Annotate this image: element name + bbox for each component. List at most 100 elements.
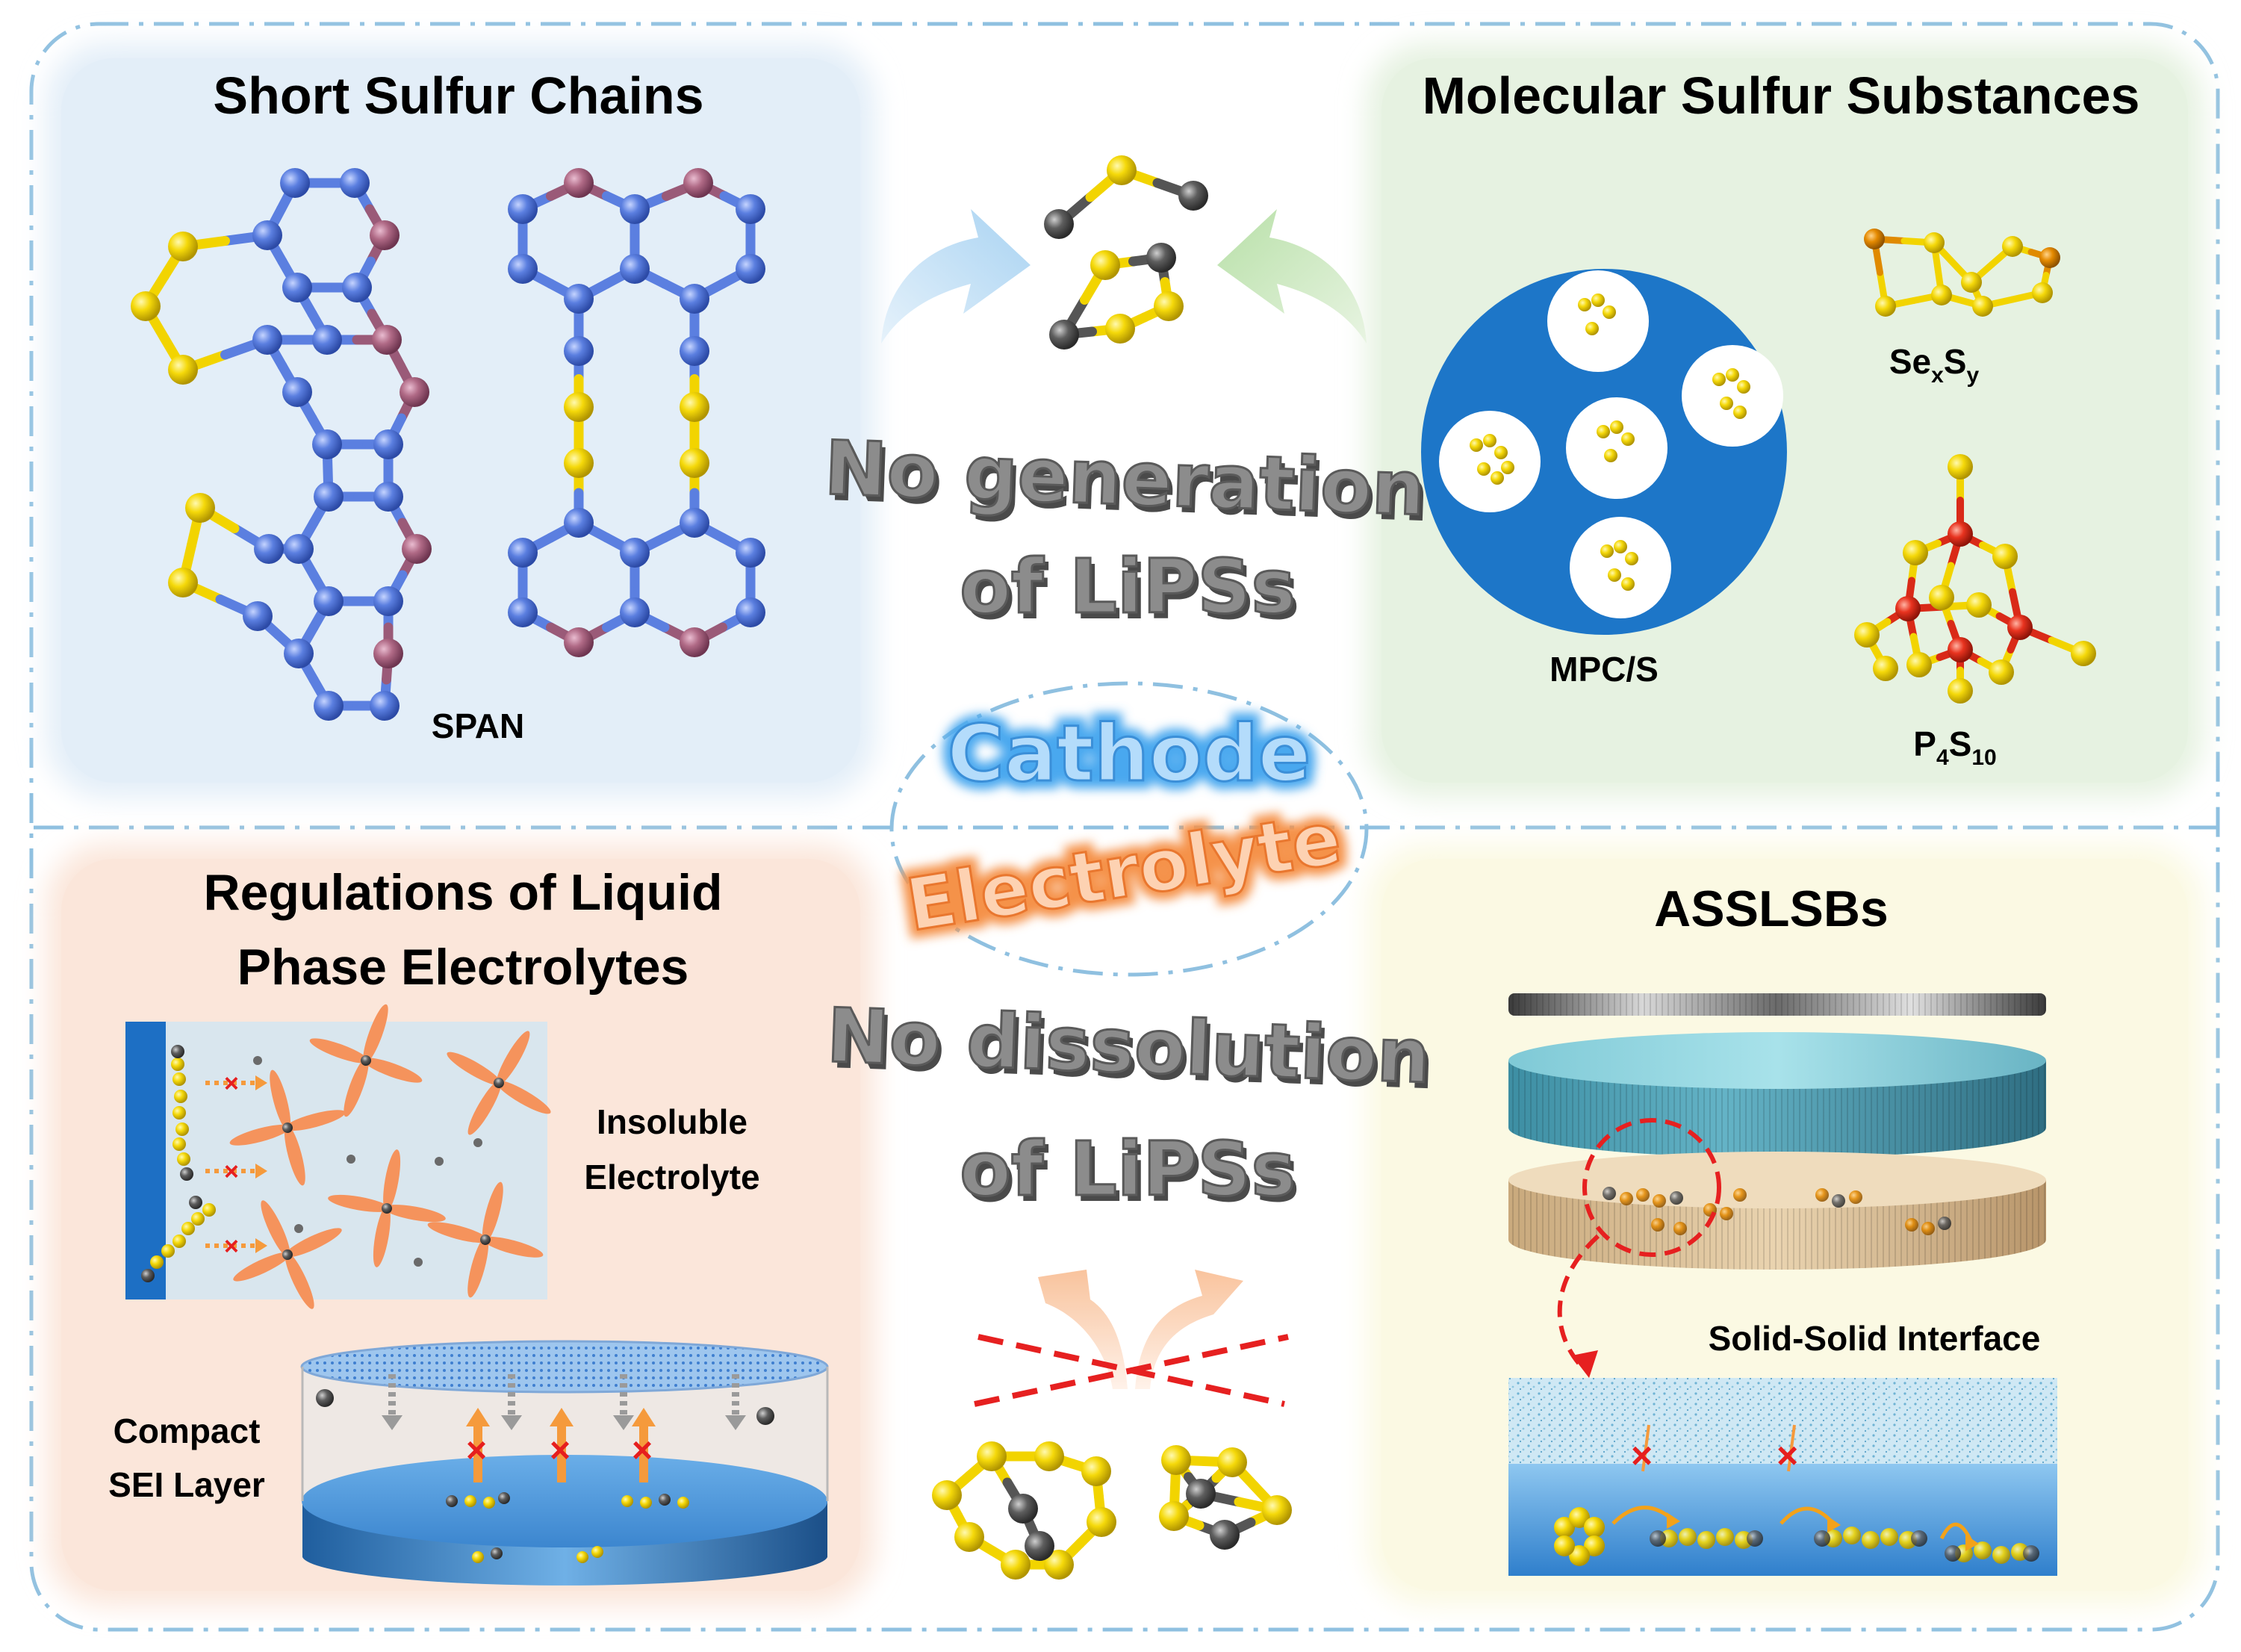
sulfur-atom	[174, 1090, 187, 1103]
red-x: ×	[632, 1431, 653, 1471]
no-dissolution-text-line2: of LiPSs of LiPSs	[959, 1125, 1300, 1220]
atom	[1906, 652, 1932, 677]
atom	[373, 482, 403, 512]
liquid-title-line2: Phase Electrolytes	[237, 939, 689, 996]
atom	[168, 355, 198, 385]
atom	[1854, 622, 1880, 648]
li2s2-molecule	[1044, 155, 1208, 239]
atom	[736, 538, 765, 568]
interface-label: Solid-Solid Interface	[1709, 1319, 2041, 1358]
sulfur-atom	[1621, 577, 1635, 591]
atom	[1217, 1447, 1247, 1477]
migration-arrow	[1939, 1522, 1974, 1544]
sulfur-atom	[1733, 406, 1747, 419]
li2s6-molecule	[1159, 1445, 1292, 1550]
atom	[508, 597, 538, 627]
sulfur-atom	[1597, 425, 1610, 438]
atom	[621, 1495, 633, 1507]
atom	[564, 392, 594, 422]
sulfur-atom	[1726, 368, 1739, 382]
atom	[284, 639, 314, 668]
atom	[1025, 1531, 1054, 1561]
no-dissolution-text: No dissolution No dissolution	[824, 990, 1436, 1106]
outer-frame	[29, 22, 2220, 1632]
atom	[2039, 247, 2060, 268]
atom	[954, 1522, 984, 1552]
svg-text:No dissolution: No dissolution	[825, 992, 1432, 1100]
solvent-molecule	[427, 1181, 544, 1298]
red-x: ×	[224, 1232, 239, 1261]
sulfur-atom	[1600, 544, 1614, 558]
atom	[1921, 1222, 1935, 1235]
atom	[483, 1497, 495, 1509]
pore	[1439, 411, 1541, 512]
atom	[1948, 521, 1973, 547]
atom	[1178, 181, 1208, 211]
electrolyte-label: Electrolyte Electrolyte	[893, 788, 1355, 955]
atom	[1931, 285, 1952, 305]
molecular-sulfur-title: Molecular Sulfur Substances	[1423, 66, 2140, 125]
no-generation-text-line2: of LiPSs of LiPSs	[959, 542, 1300, 637]
atom	[576, 1551, 588, 1563]
no-generation-text: No generation No generation	[822, 423, 1431, 539]
atom	[1832, 1194, 1845, 1208]
sulfur-atom	[1501, 461, 1514, 474]
steel-current-collector	[1508, 993, 2046, 1016]
span-molecule-2	[508, 168, 765, 657]
span-molecule-1	[131, 168, 432, 721]
atom	[977, 1441, 1007, 1471]
atom	[1972, 296, 1993, 317]
atom	[1210, 1520, 1240, 1550]
p4s10-molecule	[1854, 454, 2096, 704]
li-ion	[1814, 1530, 1830, 1547]
sulfur-atom	[1554, 1535, 1575, 1556]
svg-text:No generation: No generation	[827, 430, 1431, 538]
atom	[1966, 592, 1992, 618]
atom	[564, 168, 594, 198]
li-ion	[253, 1056, 262, 1065]
atom	[131, 291, 161, 321]
atom	[340, 168, 370, 198]
svg-text:Cathode: Cathode	[948, 708, 1311, 799]
atom	[1864, 229, 1885, 249]
atom	[1849, 1190, 1862, 1204]
atom	[372, 325, 402, 355]
sulfur-atom	[1591, 294, 1605, 307]
atom	[2071, 641, 2096, 666]
li-ion	[1945, 1545, 1961, 1562]
sulfur-atom	[1992, 1546, 2010, 1564]
atom	[1653, 1194, 1666, 1208]
sulfur-atom	[1578, 298, 1591, 311]
atom	[472, 1551, 484, 1563]
atom	[342, 273, 372, 302]
atom	[736, 194, 765, 224]
sulfur-atom	[175, 1122, 189, 1136]
cathode-label: Cathode Cathode	[939, 700, 1320, 807]
atom	[373, 586, 403, 616]
interface-zoom-box: ××	[1508, 1378, 2057, 1576]
atom	[370, 691, 400, 721]
sulfur-atom	[1716, 1528, 1734, 1546]
asslsb-title: ASSLSBs	[1654, 881, 1889, 937]
atom	[1636, 1188, 1650, 1202]
atom	[1161, 1445, 1191, 1475]
atom	[1929, 585, 1954, 610]
li-ion	[346, 1155, 355, 1164]
atom	[402, 534, 432, 564]
atom	[1961, 272, 1982, 293]
sei-label-line2: SEI Layer	[108, 1465, 265, 1504]
atom	[252, 325, 282, 355]
atom	[1620, 1192, 1633, 1205]
sulfur-atom	[1483, 434, 1496, 447]
svg-text:of LiPSs: of LiPSs	[964, 1131, 1300, 1219]
atom	[680, 448, 709, 478]
atom	[1154, 291, 1184, 321]
svg-text:Electrolyte: Electrolyte	[901, 796, 1346, 947]
pore	[1566, 397, 1667, 499]
li-ion	[2023, 1545, 2039, 1562]
sulfur-atom	[1843, 1527, 1861, 1544]
sulfur-atom	[1470, 438, 1483, 452]
atom	[564, 336, 594, 366]
solvent-molecule	[309, 1004, 423, 1117]
sulfur-atom	[1720, 397, 1733, 410]
